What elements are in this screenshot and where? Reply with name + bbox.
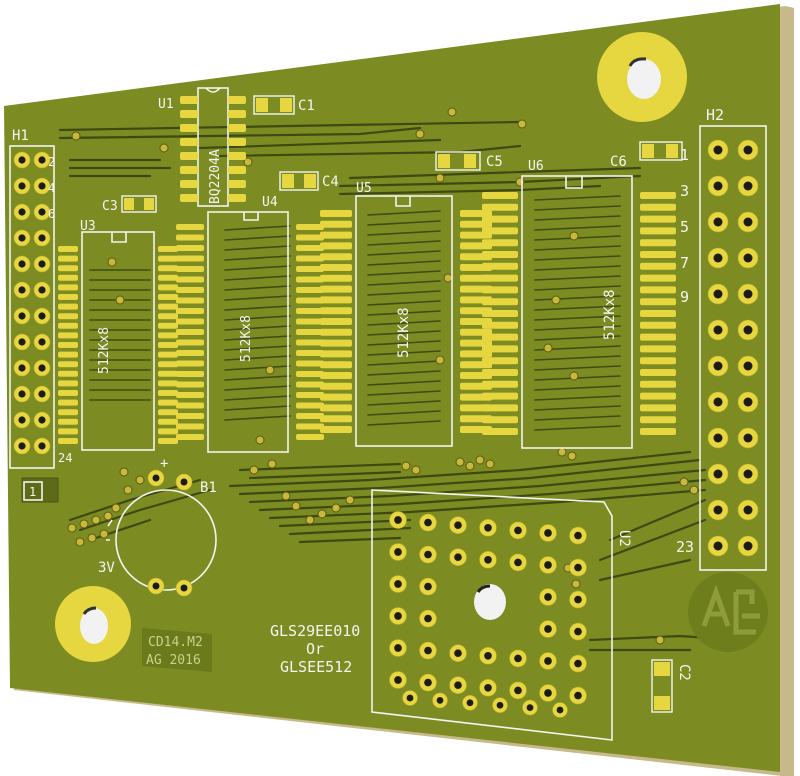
mounting-hole-center — [474, 584, 506, 620]
u6-part-label: 512Kx8 — [602, 289, 618, 340]
u3-part-label: 512Kx8 — [97, 327, 112, 374]
c2-ref-label: C2 — [676, 664, 692, 681]
capacitor-c3 — [121, 195, 157, 213]
c4-ref-label: C4 — [322, 174, 339, 190]
h2-pin-label-9: 9 — [680, 288, 689, 306]
c1-ref-label: C1 — [298, 98, 315, 114]
c5-ref-label: C5 — [486, 154, 503, 170]
header-h1 — [9, 145, 55, 469]
h2-pin-label-3: 3 — [680, 182, 689, 200]
ag-logo — [688, 572, 768, 652]
h2-pin-label-5: 5 — [680, 218, 689, 236]
chip-note-line-2: Or — [306, 640, 324, 658]
h2-pin-label-7: 7 — [680, 254, 689, 272]
u4-ref-label: U4 — [262, 195, 278, 210]
h1-pin-label-24: 24 — [58, 451, 72, 465]
chip-u4 — [176, 211, 324, 453]
h1-ref-label: H1 — [12, 128, 29, 144]
socket-u2 — [371, 489, 613, 741]
b1-polarity-label: + — [160, 456, 168, 472]
h1-pin-label-4: 4 — [48, 181, 55, 195]
capacitor-c2 — [651, 635, 673, 713]
capacitor-c4 — [279, 171, 319, 191]
chip-u1 — [180, 87, 246, 207]
header-h2 — [699, 125, 767, 571]
board-id-line-2: AG 2016 — [146, 653, 201, 668]
battery-b1 — [106, 469, 217, 597]
capacitor-c1 — [253, 95, 295, 115]
c3-ref-label: C3 — [102, 199, 118, 214]
chip-u3 — [58, 231, 178, 451]
mounting-hole-top — [597, 32, 687, 122]
b1-ref-label: B1 — [200, 480, 217, 496]
chip-u6 — [482, 175, 676, 449]
u1-part-label: BQ2204A — [208, 149, 223, 204]
h1-pin-label-2: 2 — [48, 155, 55, 169]
board-surface — [4, 4, 780, 772]
chip-note-line-3: GLSEE512 — [280, 658, 352, 676]
h2-pin-label-1: 1 — [680, 146, 689, 164]
board-id-block: CD14.M2 AG 2016 — [142, 628, 212, 672]
chip-note-line-1: GLS29EE010 — [270, 622, 360, 640]
h2-pin-label-23: 23 — [676, 538, 694, 556]
u2-ref-label: U2 — [616, 530, 632, 547]
board-id-line-1: CD14.M2 — [148, 635, 203, 650]
u6-ref-label: U6 — [528, 159, 544, 174]
capacitor-c5 — [435, 151, 481, 171]
u1-ref-label: U1 — [158, 97, 174, 112]
h1-pin-label-6: 6 — [48, 207, 55, 221]
mounting-hole-bottom — [55, 586, 131, 662]
b1-voltage-label: 3V — [98, 560, 115, 576]
u5-ref-label: U5 — [356, 181, 372, 196]
capacitor-c6 — [639, 141, 683, 161]
u3-ref-label: U3 — [80, 219, 96, 234]
c6-ref-label: C6 — [610, 154, 627, 170]
h2-ref-label: H2 — [706, 106, 724, 124]
pin-one-label: 1 — [29, 485, 36, 499]
vias — [67, 107, 699, 589]
u4-part-label: 512Kx8 — [239, 315, 254, 362]
u5-part-label: 512Kx8 — [396, 307, 412, 358]
